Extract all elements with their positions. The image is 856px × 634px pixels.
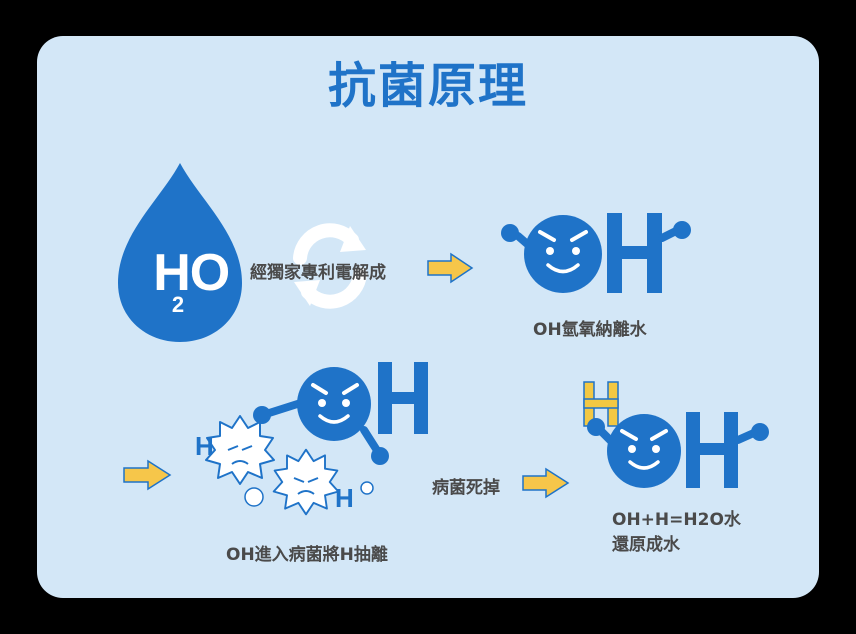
bacteria-die-label: 病菌死掉 bbox=[432, 478, 500, 498]
oh-ion-label: OH氫氧納離水 bbox=[533, 320, 647, 340]
arrow-icon-3 bbox=[522, 467, 570, 499]
drop-sub-text: 2 bbox=[172, 292, 184, 317]
drop-o-text: O bbox=[190, 244, 230, 302]
oh-extract-label: OH進入病菌將H抽離 bbox=[226, 545, 388, 565]
germ-fragment-icons bbox=[244, 481, 374, 507]
free-h-letter-1: H bbox=[195, 431, 214, 461]
water-drop-icon: H 2 O bbox=[118, 163, 242, 342]
free-h-letter-2: H bbox=[335, 483, 354, 513]
h2o-result-molecule-icon bbox=[583, 381, 769, 488]
result-label-line1: OH+H=H2O水 bbox=[612, 510, 741, 530]
oh-attack-molecule-icon bbox=[253, 362, 428, 465]
drop-h-text: H bbox=[153, 244, 191, 302]
germ-icon-2 bbox=[272, 448, 340, 516]
step-electrolysis-label: 經獨家專利電解成 bbox=[250, 263, 386, 283]
germ-icon-1 bbox=[205, 415, 275, 485]
arrow-icon-2 bbox=[123, 459, 172, 491]
cycle-icon bbox=[293, 223, 367, 309]
page-title: 抗菌原理 bbox=[327, 58, 528, 114]
arrow-icon-1 bbox=[427, 252, 474, 284]
oh-molecule-icon bbox=[501, 213, 691, 293]
result-label-line2: 還原成水 bbox=[612, 535, 680, 555]
